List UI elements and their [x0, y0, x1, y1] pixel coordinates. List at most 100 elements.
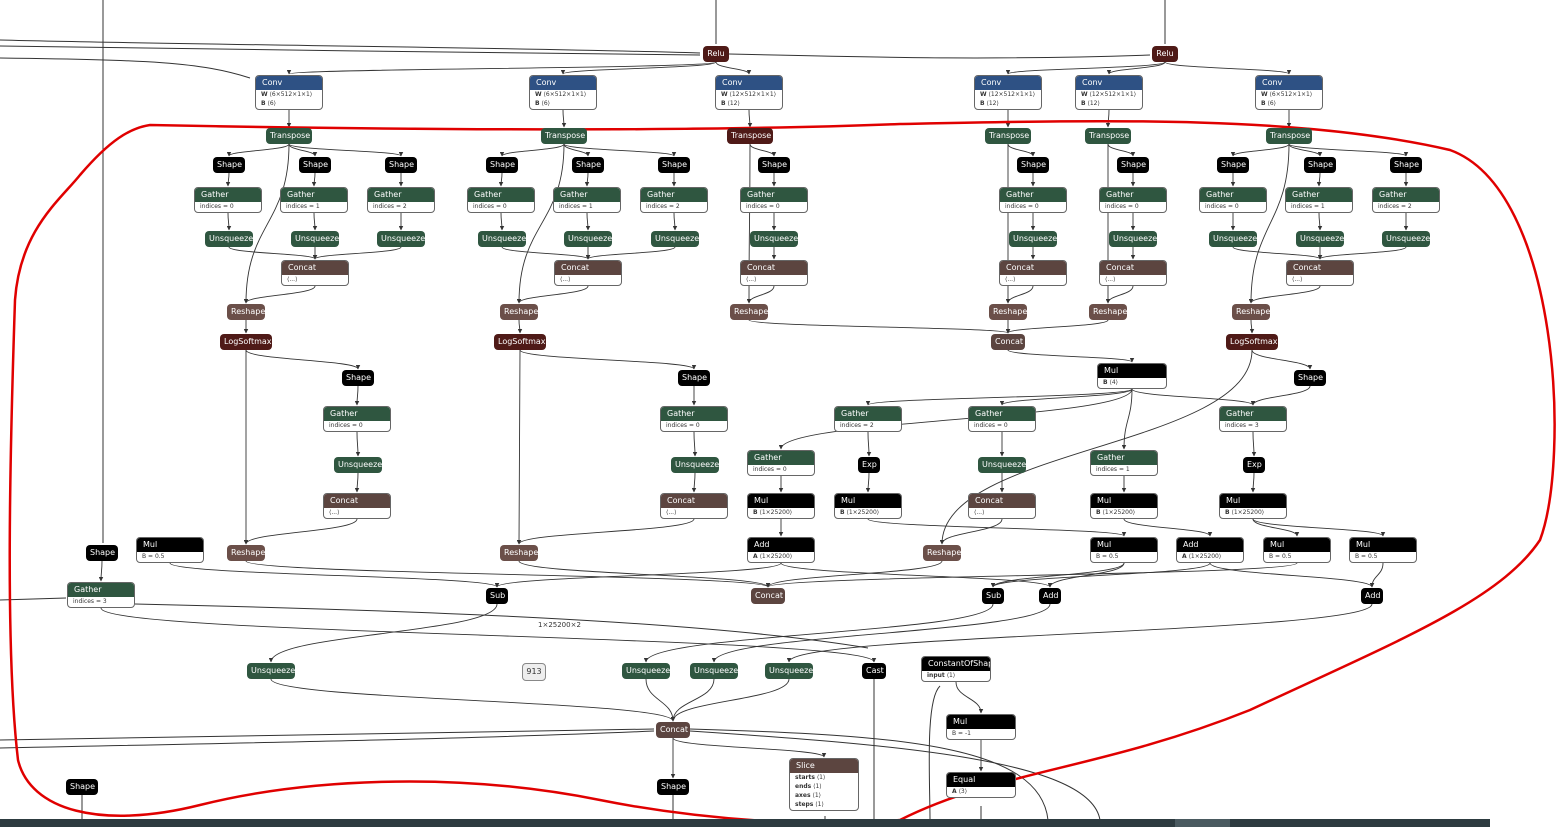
- node-s1a[interactable]: Shape: [213, 157, 245, 173]
- node-s1c[interactable]: Shape: [385, 157, 417, 173]
- node-sub1[interactable]: Sub: [486, 588, 508, 604]
- node-r2[interactable]: Reshape: [500, 304, 538, 320]
- node-tr5[interactable]: Transpose: [1085, 128, 1131, 144]
- node-r7[interactable]: Reshape: [227, 545, 265, 561]
- node-ls3[interactable]: LogSoftmax: [1226, 334, 1278, 350]
- node-u3a[interactable]: Unsqueeze: [750, 231, 798, 247]
- node-cc2[interactable]: Concat: [751, 588, 785, 604]
- node-exp1[interactable]: Exp: [858, 457, 880, 473]
- node-s12[interactable]: Shape: [657, 779, 689, 795]
- node-u2a[interactable]: Unsqueeze: [478, 231, 526, 247]
- node-exp2[interactable]: Exp: [1243, 457, 1265, 473]
- node-u9[interactable]: Unsqueeze: [978, 457, 1026, 473]
- node-c1[interactable]: Concat⟨...⟩: [281, 260, 349, 286]
- node-u1b[interactable]: Unsqueeze: [291, 231, 339, 247]
- node-sub2[interactable]: Sub: [982, 588, 1004, 604]
- node-s11[interactable]: Shape: [66, 779, 98, 795]
- node-u10[interactable]: Unsqueeze: [247, 663, 295, 679]
- node-r5[interactable]: Reshape: [1089, 304, 1127, 320]
- node-c7[interactable]: Concat⟨...⟩: [323, 493, 391, 519]
- node-s6b[interactable]: Shape: [1304, 157, 1336, 173]
- node-relu1[interactable]: Relu: [703, 46, 729, 62]
- node-cos[interactable]: ConstantOfShapeinput ⟨1⟩: [921, 656, 991, 682]
- node-r1[interactable]: Reshape: [227, 304, 265, 320]
- node-cast1[interactable]: Cast: [862, 663, 886, 679]
- node-s1b[interactable]: Shape: [299, 157, 331, 173]
- node-s9[interactable]: Shape: [1294, 370, 1326, 386]
- node-s8[interactable]: Shape: [678, 370, 710, 386]
- node-u1a[interactable]: Unsqueeze: [205, 231, 253, 247]
- node-r9[interactable]: Reshape: [923, 545, 961, 561]
- node-c6[interactable]: Concat⟨...⟩: [1286, 260, 1354, 286]
- node-cc1[interactable]: Concat: [991, 334, 1025, 350]
- node-cc3[interactable]: Concat: [656, 722, 690, 738]
- node-add4[interactable]: Add: [1361, 588, 1383, 604]
- node-u6b[interactable]: Unsqueeze: [1296, 231, 1344, 247]
- node-ls1[interactable]: LogSoftmax: [220, 334, 272, 350]
- node-s4a[interactable]: Shape: [1017, 157, 1049, 173]
- node-s2c[interactable]: Shape: [658, 157, 690, 173]
- node-s6a[interactable]: Shape: [1217, 157, 1249, 173]
- node-u1c[interactable]: Unsqueeze: [377, 231, 425, 247]
- node-c8[interactable]: Concat⟨...⟩: [660, 493, 728, 519]
- node-c5[interactable]: Concat⟨...⟩: [1099, 260, 1167, 286]
- node-ls2[interactable]: LogSoftmax: [494, 334, 546, 350]
- node-s3a[interactable]: Shape: [758, 157, 790, 173]
- node-s6c[interactable]: Shape: [1390, 157, 1422, 173]
- node-u12[interactable]: Unsqueeze: [690, 663, 738, 679]
- node-u8[interactable]: Unsqueeze: [671, 457, 719, 473]
- node-u5a[interactable]: Unsqueeze: [1109, 231, 1157, 247]
- node-s5a[interactable]: Shape: [1117, 157, 1149, 173]
- node-u2c[interactable]: Unsqueeze: [651, 231, 699, 247]
- node-u6c[interactable]: Unsqueeze: [1382, 231, 1430, 247]
- node-u4a[interactable]: Unsqueeze: [1009, 231, 1057, 247]
- node-c3[interactable]: Concat⟨...⟩: [740, 260, 808, 286]
- node-u11[interactable]: Unsqueeze: [622, 663, 670, 679]
- node-tr6[interactable]: Transpose: [1266, 128, 1312, 144]
- node-u13[interactable]: Unsqueeze: [765, 663, 813, 679]
- node-r8[interactable]: Reshape: [500, 545, 538, 561]
- node-tr4[interactable]: Transpose: [985, 128, 1031, 144]
- node-r4[interactable]: Reshape: [989, 304, 1027, 320]
- node-c4[interactable]: Concat⟨...⟩: [999, 260, 1067, 286]
- node-r6[interactable]: Reshape: [1232, 304, 1270, 320]
- node-c9[interactable]: Concat⟨...⟩: [968, 493, 1036, 519]
- node-u7[interactable]: Unsqueeze: [334, 457, 382, 473]
